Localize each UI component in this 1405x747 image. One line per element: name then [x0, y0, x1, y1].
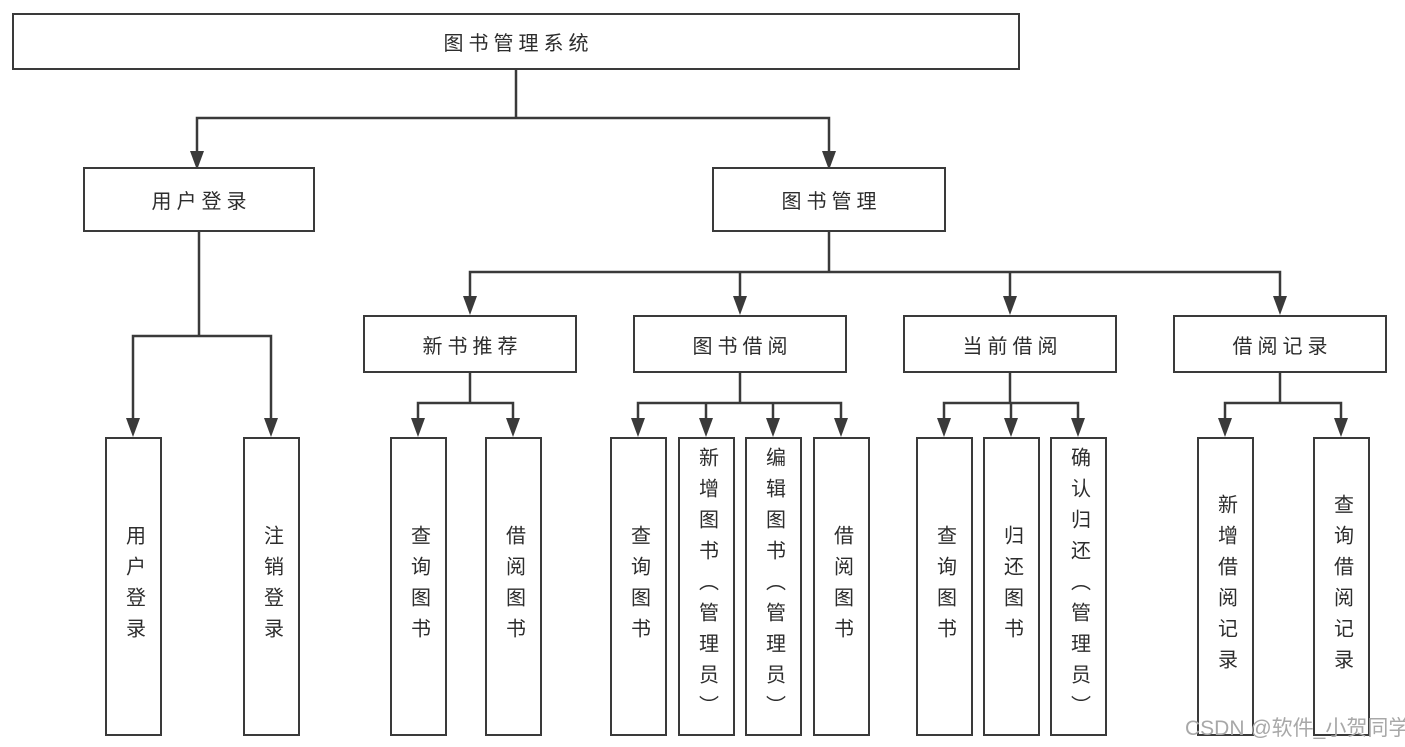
node-leaf-record-query-label: 查询借阅记录: [1330, 493, 1353, 680]
connector-current-borrow-to-leaves: [937, 373, 1085, 437]
node-leaf-logout: 注销登录: [243, 437, 300, 736]
node-leaf-borrow-edit-admin: 编辑图书（管理员）: [745, 437, 802, 736]
node-leaf-borrow-borrow: 借阅图书: [813, 437, 870, 736]
node-leaf-user-login: 用户登录: [105, 437, 162, 736]
node-leaf-newbook-query-label: 查询图书: [407, 524, 430, 649]
node-book-borrow: 图书借阅: [633, 315, 847, 373]
arrowhead: [1071, 418, 1085, 437]
node-leaf-borrow-borrow-label: 借阅图书: [830, 524, 853, 649]
connector-book-manage-to-level3: [463, 232, 1287, 315]
node-leaf-logout-label: 注销登录: [260, 524, 283, 649]
connector-user-login-to-leaves: [126, 232, 278, 437]
connector-new-book-to-leaves: [411, 373, 520, 437]
arrowhead: [699, 418, 713, 437]
node-leaf-current-return: 归还图书: [983, 437, 1040, 736]
node-borrow-records: 借阅记录: [1173, 315, 1387, 373]
connector-book-borrow-to-leaves: [631, 373, 848, 437]
arrowhead: [937, 418, 951, 437]
node-leaf-newbook-query: 查询图书: [390, 437, 447, 736]
node-leaf-current-confirm-admin-label: 确认归还（管理员）: [1067, 447, 1090, 726]
arrowhead: [1218, 418, 1232, 437]
arrowhead: [766, 418, 780, 437]
node-leaf-newbook-borrow: 借阅图书: [485, 437, 542, 736]
node-leaf-borrow-edit-admin-label: 编辑图书（管理员）: [762, 447, 785, 726]
node-leaf-borrow-add-admin-label: 新增图书（管理员）: [695, 447, 718, 726]
arrowhead: [1003, 296, 1017, 315]
arrowhead: [126, 418, 140, 437]
csdn-watermark: CSDN @软件_小贺同学: [1185, 717, 1405, 740]
arrowhead: [1273, 296, 1287, 315]
arrowhead: [264, 418, 278, 437]
arrowhead: [463, 296, 477, 315]
node-leaf-borrow-query-label: 查询图书: [627, 524, 650, 649]
arrowhead: [1004, 418, 1018, 437]
connector-root-to-level2: [190, 70, 836, 170]
node-new-book: 新书推荐: [363, 315, 577, 373]
node-leaf-current-return-label: 归还图书: [1000, 524, 1023, 649]
node-leaf-user-login-label: 用户登录: [122, 524, 145, 649]
node-leaf-borrow-add-admin: 新增图书（管理员）: [678, 437, 735, 736]
node-root-system: 图书管理系统: [12, 13, 1020, 70]
node-leaf-current-confirm-admin: 确认归还（管理员）: [1050, 437, 1107, 736]
node-leaf-current-query-label: 查询图书: [933, 524, 956, 649]
node-leaf-borrow-query: 查询图书: [610, 437, 667, 736]
node-leaf-record-add-label: 新增借阅记录: [1214, 493, 1237, 680]
arrowhead: [631, 418, 645, 437]
connector-borrow-records-to-leaves: [1218, 373, 1348, 437]
arrowhead: [834, 418, 848, 437]
node-user-login: 用户登录: [83, 167, 315, 232]
node-leaf-record-add: 新增借阅记录: [1197, 437, 1254, 736]
node-book-manage: 图书管理: [712, 167, 946, 232]
node-leaf-newbook-borrow-label: 借阅图书: [502, 524, 525, 649]
arrowhead: [411, 418, 425, 437]
node-leaf-current-query: 查询图书: [916, 437, 973, 736]
arrowhead: [1334, 418, 1348, 437]
node-current-borrow: 当前借阅: [903, 315, 1117, 373]
arrowhead: [733, 296, 747, 315]
node-leaf-record-query: 查询借阅记录: [1313, 437, 1370, 736]
arrowhead: [506, 418, 520, 437]
